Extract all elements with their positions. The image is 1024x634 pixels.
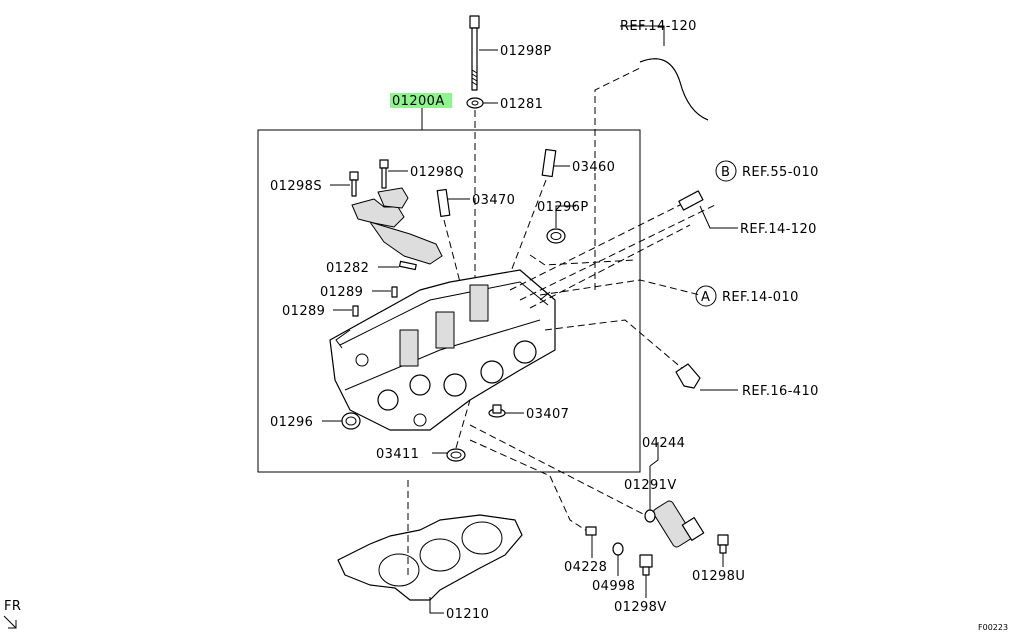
part-04228 [585,526,597,536]
cylinder-head [329,269,556,431]
ref-marker-b [715,160,737,182]
dowel-01289-b [352,305,359,317]
figure-code: F00223 [978,623,1008,632]
bolt-01298S [349,171,359,197]
stud-01282 [398,260,417,271]
ref-b-letter: B [721,165,730,180]
callout-01298P[interactable]: 01298P [500,44,552,59]
fr-label: FR [4,599,21,614]
callout-01298U[interactable]: 01298U [692,569,745,584]
o-ring-01291V [644,509,656,523]
seal-01296 [341,412,361,430]
callout-01298V[interactable]: 01298V [614,600,667,615]
callout-01282[interactable]: 01282 [326,261,369,276]
hose-ref-14-120 [639,58,709,121]
bolt-01298V [639,554,653,576]
part-03407 [488,404,506,418]
callout-04244[interactable]: 04244 [642,436,685,451]
main-part-highlight [390,93,452,108]
callout-01298S[interactable]: 01298S [270,179,322,194]
part-03470 [436,188,451,218]
ref-14-010[interactable]: REF.14-010 [722,290,799,305]
ref-marker-a [695,285,717,307]
callout-01298Q[interactable]: 01298Q [410,165,464,180]
dowel-01289-a [391,286,398,298]
callout-03411[interactable]: 03411 [376,447,419,462]
callout-01289-b[interactable]: 01289 [282,304,325,319]
main-part-label[interactable]: 01200A [392,94,445,109]
callout-01296P[interactable]: 01296P [537,200,589,215]
assembly-frame [257,129,641,473]
oil-control-valve [653,500,705,548]
bolt-01298P [469,15,480,91]
part-03411 [446,448,466,462]
callout-01210[interactable]: 01210 [446,607,489,622]
fitting-ref-16-410 [675,363,701,389]
fitting-ref-14-120 [678,190,704,211]
plug-01296P [546,228,566,244]
callout-01296[interactable]: 01296 [270,415,313,430]
callout-04998[interactable]: 04998 [592,579,635,594]
callout-03407[interactable]: 03407 [526,407,569,422]
part-03460 [541,148,557,178]
o-ring-04998 [612,542,624,556]
washer-01281 [466,97,484,109]
callout-03460[interactable]: 03460 [572,160,615,175]
camshaft-caps [351,187,443,265]
ref-14-120-mid[interactable]: REF.14-120 [740,222,817,237]
head-gasket-01210 [337,514,523,601]
front-arrow-icon [3,615,17,629]
bolt-01298U [717,534,729,554]
ref-a-letter: A [701,290,710,305]
ref-14-120-top[interactable]: REF.14-120 [620,19,697,34]
ref-16-410[interactable]: REF.16-410 [742,384,819,399]
callout-01291V[interactable]: 01291V [624,478,677,493]
callout-01281[interactable]: 01281 [500,97,543,112]
callout-04228[interactable]: 04228 [564,560,607,575]
bolt-01298Q [379,159,389,189]
callout-01289-a[interactable]: 01289 [320,285,363,300]
ref-55-010[interactable]: REF.55-010 [742,165,819,180]
callout-03470[interactable]: 03470 [472,193,515,208]
